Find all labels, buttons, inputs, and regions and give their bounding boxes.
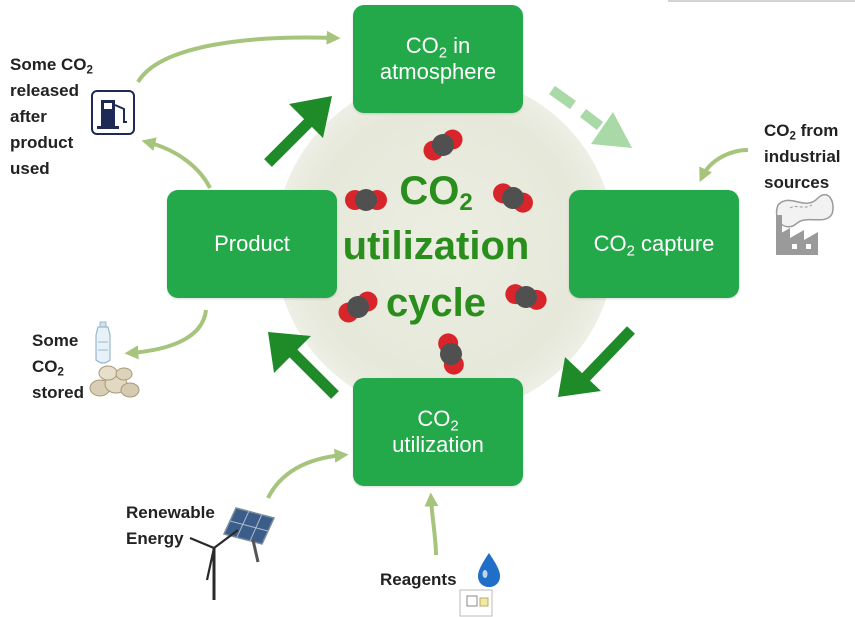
label-co2-released: Some CO2 released after product used <box>10 52 93 182</box>
node-atm-suffix: in <box>447 32 471 58</box>
center-title-subscript: 2 <box>459 189 473 216</box>
cycle-arrow-capture-to-utilization <box>558 326 635 397</box>
label-industrial-line3: sources <box>764 173 830 192</box>
co2-molecule-icon <box>423 129 463 161</box>
label-stored-subscript: 2 <box>57 366 64 379</box>
center-title-line3: cycle <box>385 281 487 325</box>
label-industrial-line2: industrial <box>764 147 841 166</box>
co2-molecule-icon <box>345 189 387 211</box>
label-released-line4: product <box>10 133 74 152</box>
co2-molecule-icon <box>505 284 547 310</box>
label-co2-industrial-sources: CO2 from industrial sources <box>764 118 841 196</box>
node-atm-co: CO <box>405 32 439 58</box>
label-industrial-subscript: 2 <box>789 130 796 143</box>
node-atm-subscript: 2 <box>438 44 448 62</box>
arrow-atmosphere-input <box>136 30 341 84</box>
node-cap-suffix: capture <box>634 230 715 256</box>
cycle-arrow-product-to-atmosphere <box>264 96 332 167</box>
cycle-arrow-utilization-to-product <box>268 332 339 399</box>
label-renewable-line2: Energy <box>126 529 184 548</box>
arrow-product-to-released <box>141 137 212 189</box>
label-co2-stored: Some CO2 stored <box>32 328 84 406</box>
label-released-subscript: 2 <box>86 64 93 77</box>
center-title: CO2 utilization cycle <box>330 165 542 331</box>
label-released-line5: used <box>10 159 50 178</box>
label-stored-line1: Some <box>32 331 79 350</box>
fuel-pump-icon <box>91 90 135 135</box>
node-cap-co: CO <box>593 230 627 256</box>
label-released-line3: after <box>10 107 47 126</box>
node-product-label: Product <box>214 230 290 256</box>
center-circle-background <box>275 75 615 415</box>
node-atm-line2: atmosphere <box>379 59 497 84</box>
water-drop-icon <box>478 553 500 587</box>
arrow-renewable-to-utilization <box>266 448 349 499</box>
node-util-line2: utilization <box>392 432 484 457</box>
label-released-line1: Some CO <box>10 55 87 74</box>
label-reagents-text: Reagents <box>380 570 457 589</box>
label-renewable-line1: Renewable <box>126 503 215 522</box>
top-edge-line <box>668 0 855 2</box>
arrow-reagents-to-utilization <box>424 492 439 556</box>
node-co2-utilization: CO2 utilization <box>353 378 523 486</box>
factory-icon <box>775 193 834 255</box>
wind-turbine-icon <box>189 529 239 600</box>
center-title-line2: utilization <box>342 224 530 268</box>
label-stored-line3: stored <box>32 383 84 402</box>
center-title-co: CO <box>399 169 460 213</box>
label-reagents: Reagents <box>380 567 457 593</box>
arrow-industrial-to-capture <box>699 148 749 183</box>
water-bottle-icon <box>95 321 111 364</box>
label-released-line2: released <box>10 81 79 100</box>
co2-molecule-icon <box>338 291 378 323</box>
node-cap-subscript: 2 <box>626 242 635 260</box>
node-util-co: CO <box>417 405 451 431</box>
rock-pile-icon <box>89 365 140 398</box>
node-co2-capture: CO2 capture <box>569 190 739 298</box>
co2-molecule-icon <box>438 333 464 375</box>
cycle-arrow-atmosphere-to-capture <box>549 85 632 148</box>
chemical-element-card-icon <box>459 589 493 617</box>
label-stored-co: CO <box>32 357 58 376</box>
label-industrial-suffix: from <box>795 121 839 140</box>
node-util-subscript: 2 <box>450 417 459 435</box>
co2-molecule-icon <box>493 183 533 213</box>
arrow-product-to-stored <box>124 309 208 360</box>
center-title-line1: CO2 <box>330 165 542 217</box>
node-product: Product <box>167 190 337 298</box>
solar-panel-icon <box>222 507 276 563</box>
label-renewable-energy: Renewable Energy <box>126 500 215 552</box>
label-industrial-co: CO <box>764 121 790 140</box>
node-co2-in-atmosphere: CO2 in atmosphere <box>353 5 523 113</box>
